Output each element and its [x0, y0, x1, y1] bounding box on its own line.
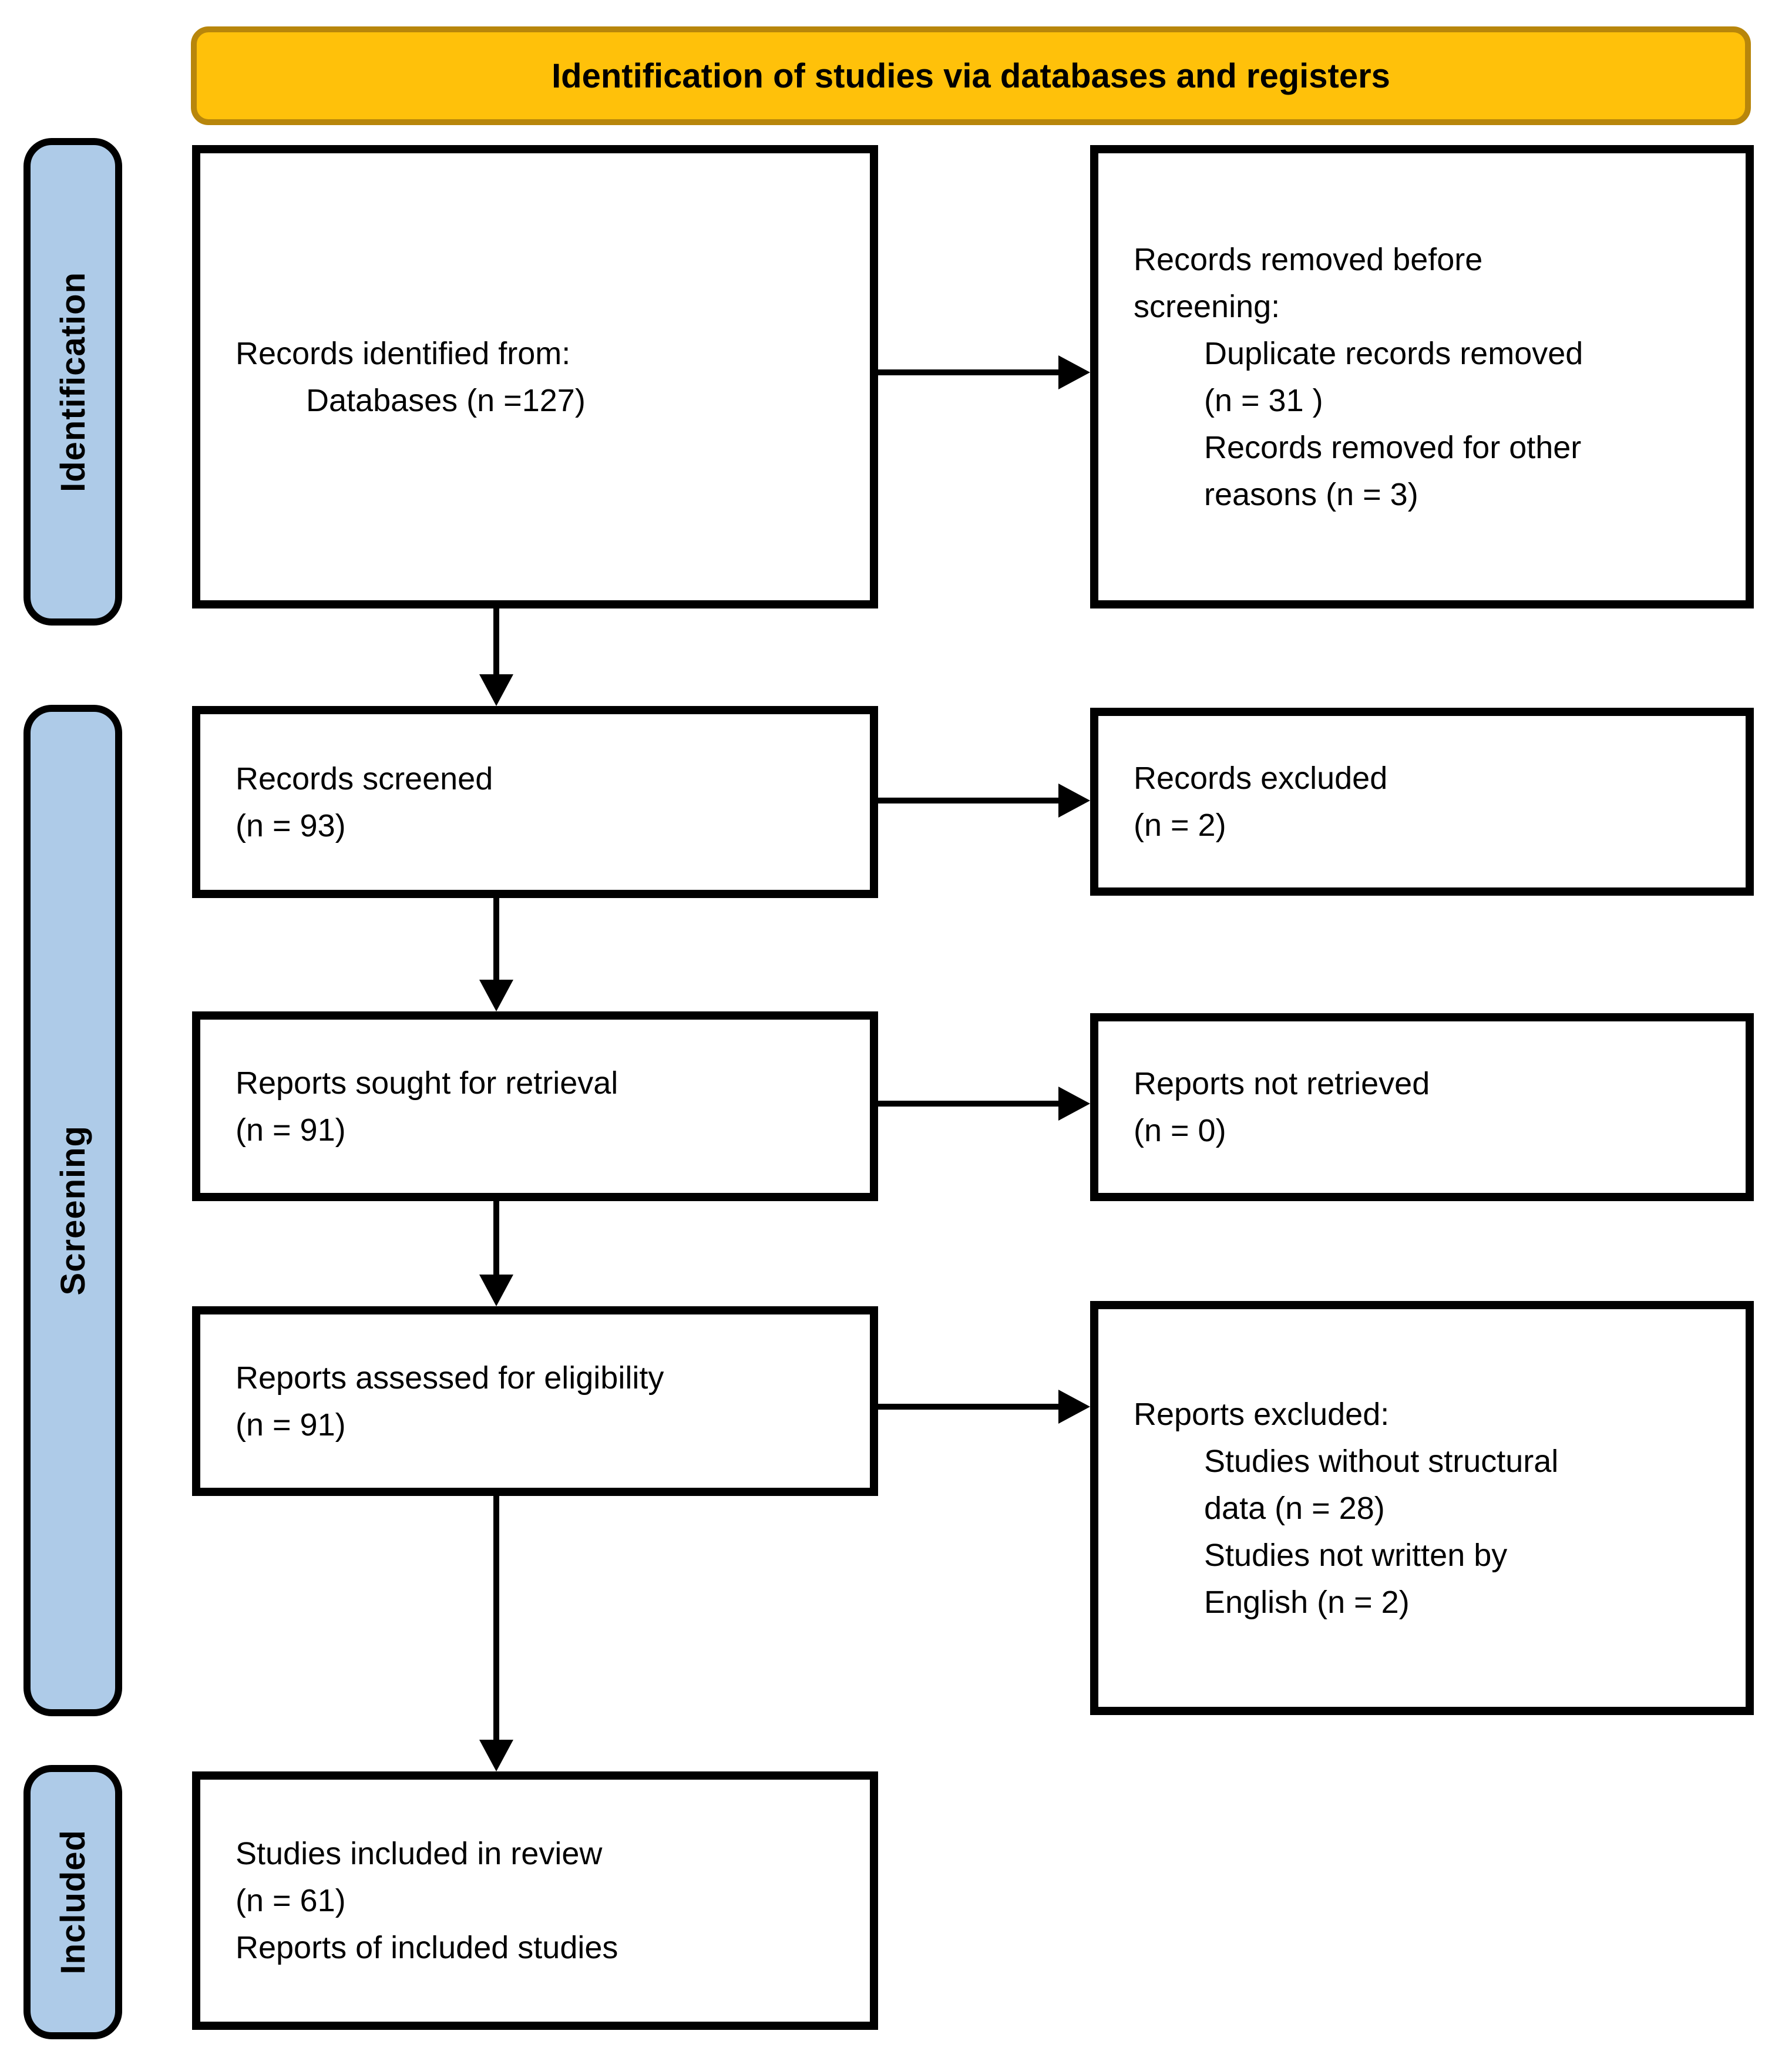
- box-line: (n = 91): [236, 1407, 346, 1443]
- box-line: (n = 31 ): [1204, 382, 1323, 418]
- box-reports-not-retrieved: Reports not retrieved (n = 0): [1090, 1013, 1754, 1201]
- box-line: Duplicate records removed: [1204, 335, 1583, 371]
- arrow-screened-to-excluded-line: [878, 798, 1060, 803]
- box-reports-excluded: Reports excluded: Studies without struct…: [1090, 1301, 1754, 1715]
- box-line: (n = 2): [1134, 808, 1226, 843]
- box-records-screened: Records screened (n = 93): [192, 706, 878, 898]
- arrow-assessed-to-excluded-line: [878, 1404, 1060, 1410]
- stage-band-identification: Identification: [23, 138, 122, 626]
- arrow-identified-to-screened-line: [493, 608, 499, 676]
- diagram-title: Identification of studies via databases …: [552, 56, 1390, 95]
- box-reports-assessed: Reports assessed for eligibility (n = 91…: [192, 1306, 878, 1496]
- box-line: English (n = 2): [1204, 1584, 1410, 1620]
- box-line: Reports sought for retrieval: [236, 1065, 618, 1101]
- box-line: Reports not retrieved: [1134, 1066, 1430, 1101]
- box-line: Records removed for other: [1204, 429, 1582, 465]
- box-line: screening:: [1134, 288, 1280, 324]
- title-banner: Identification of studies via databases …: [191, 26, 1751, 125]
- box-line: Studies not written by: [1204, 1537, 1508, 1573]
- arrow-assessed-to-included-line: [493, 1496, 499, 1740]
- arrowhead-right-icon: [1058, 355, 1090, 389]
- box-line: reasons (n = 3): [1204, 476, 1418, 512]
- arrowhead-right-icon: [1058, 1087, 1090, 1121]
- arrow-screened-to-sought-line: [493, 898, 499, 980]
- arrowhead-down-icon: [479, 1740, 513, 1771]
- box-reports-sought: Reports sought for retrieval (n = 91): [192, 1011, 878, 1201]
- arrowhead-right-icon: [1058, 784, 1090, 818]
- box-line: (n = 0): [1134, 1113, 1226, 1148]
- arrowhead-down-icon: [479, 1275, 513, 1306]
- stage-band-included: Included: [23, 1765, 122, 2039]
- box-line: Reports assessed for eligibility: [236, 1360, 664, 1396]
- stage-label-included: Included: [53, 1830, 92, 1975]
- arrow-sought-to-assessed-line: [493, 1201, 499, 1275]
- box-line: (n = 61): [236, 1883, 346, 1918]
- box-line: Records removed before: [1134, 241, 1483, 277]
- box-line: Studies included in review: [236, 1836, 603, 1871]
- arrow-sought-to-not-retrieved-line: [878, 1101, 1060, 1107]
- box-line: Records screened: [236, 761, 493, 796]
- stage-label-identification: Identification: [53, 271, 92, 492]
- arrowhead-right-icon: [1058, 1390, 1090, 1424]
- arrowhead-down-icon: [479, 674, 513, 706]
- box-line: Studies without structural: [1204, 1443, 1559, 1479]
- box-records-excluded: Records excluded (n = 2): [1090, 708, 1754, 896]
- box-line: Reports of included studies: [236, 1930, 618, 1965]
- box-records-removed: Records removed before screening: Duplic…: [1090, 145, 1754, 608]
- box-line: (n = 93): [236, 808, 346, 843]
- box-line: Reports excluded:: [1134, 1396, 1390, 1432]
- arrow-identified-to-removed-line: [878, 369, 1060, 375]
- box-studies-included: Studies included in review (n = 61) Repo…: [192, 1771, 878, 2030]
- arrowhead-down-icon: [479, 980, 513, 1011]
- box-records-identified: Records identified from: Databases (n =1…: [192, 145, 878, 608]
- stage-band-screening: Screening: [23, 705, 122, 1716]
- box-line: (n = 91): [236, 1112, 346, 1148]
- stage-label-screening: Screening: [53, 1125, 92, 1296]
- box-line: Records excluded: [1134, 761, 1388, 796]
- box-line: data (n = 28): [1204, 1490, 1385, 1526]
- box-line: Records identified from:: [236, 335, 571, 371]
- box-line: Databases (n =127): [306, 382, 586, 418]
